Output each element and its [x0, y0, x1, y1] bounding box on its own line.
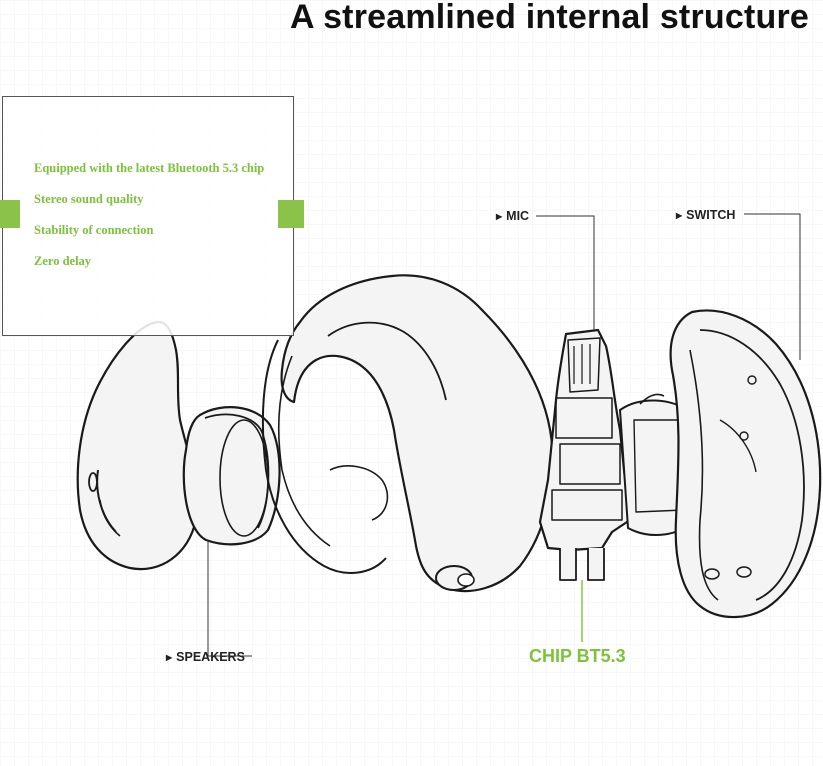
feature-item: Zero delay — [34, 254, 92, 268]
switch-shell — [669, 309, 822, 619]
mic-leader-line — [536, 215, 595, 330]
mic-label: ▶MIC — [496, 209, 529, 223]
chip-label: CHIP BT5.3 — [529, 646, 626, 666]
page-title: A streamlined internal structure — [289, 0, 809, 36]
arrow-right-icon: ▶ — [676, 211, 683, 220]
chip-module — [538, 328, 632, 552]
feature-item: Equipped with the latest Bluetooth 5.3 c… — [34, 161, 265, 175]
left-tab-marker — [0, 200, 20, 228]
speakers-leader-line — [207, 540, 252, 657]
feature-list: Equipped with the latest Bluetooth 5.3 c… — [34, 161, 264, 285]
arrow-right-icon: ▶ — [496, 212, 503, 221]
switch-label-text: SWITCH — [686, 208, 736, 222]
switch-leader-line — [744, 213, 801, 360]
right-tab-marker — [278, 200, 304, 228]
speakers-label-text: SPEAKERS — [176, 650, 245, 664]
left-shell — [76, 320, 199, 571]
feature-item: Stereo sound quality — [34, 192, 144, 206]
speakers-label: ▶SPEAKERS — [166, 650, 245, 664]
mic-label-text: MIC — [506, 209, 530, 223]
speaker-disc — [182, 406, 281, 546]
switch-label: ▶SWITCH — [676, 208, 735, 222]
feature-box: Equipped with the latest Bluetooth 5.3 c… — [2, 96, 294, 336]
main-housing — [280, 274, 554, 593]
feature-item: Stability of connection — [34, 223, 154, 237]
arrow-right-icon: ▶ — [166, 653, 173, 662]
